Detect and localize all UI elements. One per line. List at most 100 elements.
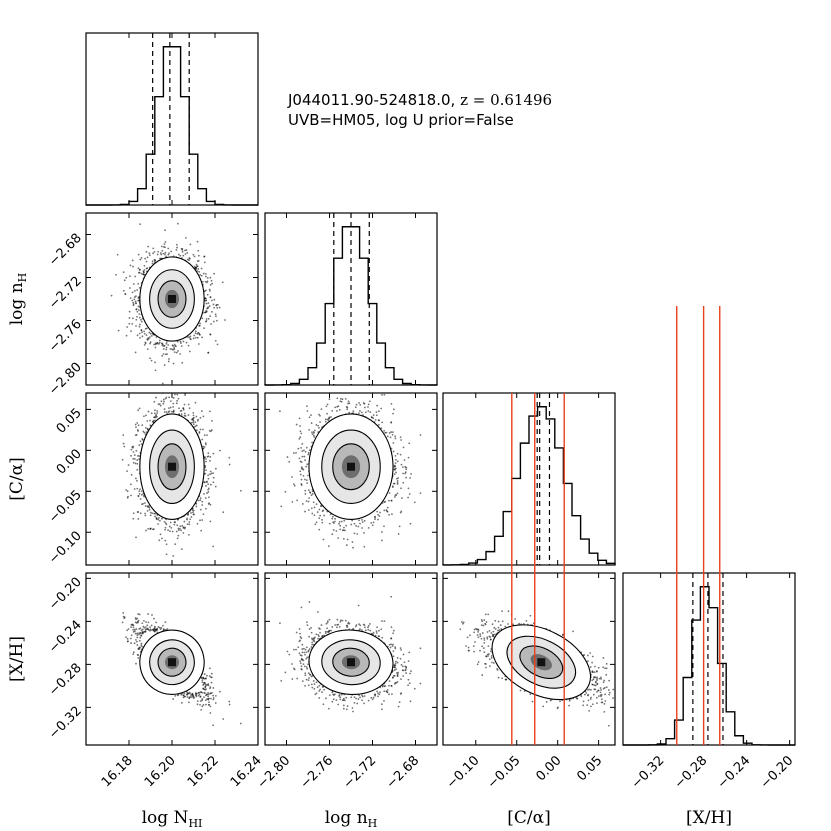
scatter-point [598, 677, 601, 680]
scatter-point [400, 510, 403, 513]
scatter-point [165, 255, 167, 258]
scatter-point [140, 642, 143, 645]
scatter-point [209, 470, 212, 473]
scatter-point [311, 433, 314, 436]
scatter-point [404, 472, 407, 475]
scatter-point [391, 676, 394, 679]
scatter-point [492, 662, 495, 664]
scatter-point [172, 406, 175, 408]
scatter-point [136, 462, 139, 465]
y-tick-label: −0.05 [46, 488, 85, 527]
axes-frame [264, 392, 438, 566]
scatter-point [135, 325, 137, 327]
scatter-point [132, 445, 135, 448]
scatter-point [298, 628, 301, 630]
scatter-point [394, 662, 397, 665]
scatter-point [304, 450, 307, 453]
scatter-point [138, 309, 140, 311]
scatter-point [602, 681, 605, 684]
scatter-point [129, 637, 132, 640]
scatter-point [476, 628, 479, 631]
scatter-point [164, 539, 167, 542]
scatter-point [164, 246, 166, 249]
scatter-point [392, 442, 395, 444]
scatter-point [140, 318, 142, 321]
scatter-point [383, 393, 386, 396]
scatter-point [213, 320, 215, 323]
scatter-point [486, 636, 489, 639]
scatter-point [497, 620, 500, 623]
scatter-point [134, 300, 137, 303]
scatter-point [351, 707, 354, 709]
scatter-point [167, 407, 170, 410]
axes-frame [442, 392, 616, 566]
scatter-point [602, 666, 605, 669]
scatter-point [303, 455, 306, 458]
joint-lognH-vs-logNHI [110, 222, 226, 385]
scatter-point [161, 354, 164, 357]
scatter-point [130, 454, 132, 457]
scatter-point [125, 276, 128, 279]
scatter-point [301, 443, 304, 445]
scatter-point [209, 692, 211, 695]
scatter-point [585, 692, 588, 694]
scatter-point [297, 646, 300, 649]
scatter-point [145, 267, 148, 270]
scatter-point [339, 400, 342, 403]
scatter-point [405, 666, 408, 668]
scatter-point [185, 341, 188, 344]
scatter-point [386, 688, 389, 691]
scatter-point [132, 512, 135, 515]
scatter-point [580, 695, 583, 698]
y-axis-label-C_alpha: [C/α] [7, 457, 27, 500]
scatter-point [145, 427, 147, 429]
scatter-point [201, 519, 204, 521]
scatter-point [210, 429, 213, 431]
scatter-point [311, 493, 314, 495]
scatter-point [216, 343, 219, 346]
scatter-point [127, 464, 130, 466]
scatter-point [121, 621, 124, 624]
scatter-point [201, 336, 204, 339]
scatter-point [158, 403, 161, 405]
scatter-point [149, 626, 151, 629]
scatter-point [358, 519, 360, 522]
scatter-point [200, 677, 203, 680]
scatter-point [145, 250, 148, 253]
scatter-point [367, 624, 370, 627]
scatter-point [359, 522, 361, 525]
scatter-point [335, 699, 338, 701]
scatter-point [204, 692, 206, 694]
scatter-point [319, 505, 322, 507]
scatter-point [308, 416, 311, 419]
scatter-point [299, 635, 302, 638]
scatter-point [139, 258, 142, 261]
scatter-point [315, 681, 318, 684]
scatter-point [141, 331, 143, 334]
scatter-point [202, 445, 205, 448]
scatter-point [183, 692, 186, 695]
scatter-point [317, 633, 320, 636]
scatter-point [568, 699, 571, 702]
scatter-point [392, 643, 394, 646]
scatter-point [154, 343, 157, 346]
scatter-point [507, 610, 510, 613]
scatter-point [288, 653, 291, 656]
scatter-point [182, 340, 185, 343]
scatter-point [402, 481, 405, 484]
scatter-point [137, 454, 139, 457]
scatter-point [381, 685, 384, 688]
scatter-point [391, 645, 394, 647]
scatter-point [324, 632, 327, 634]
scatter-point [179, 410, 182, 412]
scatter-point [138, 323, 141, 326]
scatter-point [479, 635, 482, 638]
axis-label-subscript: HI [188, 817, 202, 830]
scatter-point [138, 444, 141, 446]
scatter-point [161, 382, 164, 385]
scatter-point [339, 528, 342, 531]
scatter-point [207, 487, 210, 490]
scatter-point [207, 317, 210, 320]
scatter-point [203, 492, 205, 495]
scatter-point [199, 428, 202, 431]
